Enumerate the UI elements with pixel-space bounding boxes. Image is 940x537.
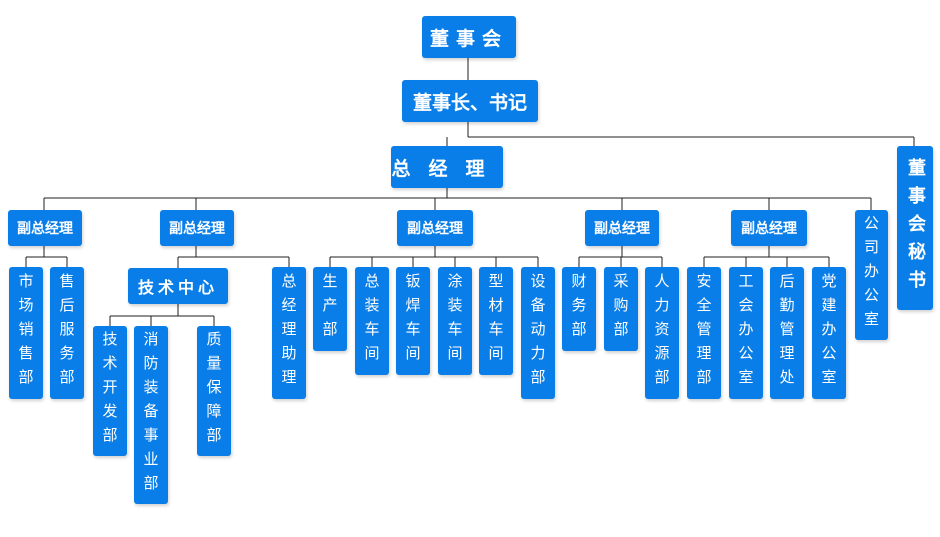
node-label: 副总经理 [407, 221, 463, 237]
node-label: 总经理助理 [279, 273, 298, 393]
node-label: 设备动力部 [528, 273, 547, 393]
node-label: 总经理 [391, 157, 503, 180]
node-label: 工会办公室 [736, 273, 755, 393]
node-label: 党建办公室 [819, 273, 838, 393]
node-label: 副总经理 [741, 221, 797, 237]
node-chairman: 董事长、书记 [402, 80, 538, 122]
node-vgm-5: 副总经理 [731, 210, 807, 246]
node-label: 后勤管理处 [777, 273, 796, 393]
node-sheet-metal-workshop: 钣焊车间 [396, 267, 430, 375]
node-gm-assistant: 总经理助理 [272, 267, 306, 399]
node-painting-workshop: 涂装车间 [438, 267, 472, 375]
node-purchasing: 采购部 [604, 267, 638, 351]
node-label: 副总经理 [17, 221, 73, 237]
node-label: 董事会 [429, 27, 508, 50]
node-union-office: 工会办公室 [729, 267, 763, 399]
node-label: 技术中心 [137, 278, 218, 297]
node-market-sales: 市场销售部 [9, 267, 43, 399]
node-label: 人力资源部 [652, 273, 671, 393]
node-label: 质量保障部 [204, 331, 223, 451]
node-board: 董事会 [422, 16, 516, 58]
node-equipment-power: 设备动力部 [521, 267, 555, 399]
node-label: 总装车间 [362, 273, 381, 369]
node-after-sales: 售后服务部 [50, 267, 84, 399]
node-general-manager: 总经理 [391, 146, 503, 188]
node-vgm-3: 副总经理 [397, 210, 473, 246]
node-label: 钣焊车间 [403, 273, 422, 369]
node-production: 生产部 [313, 267, 347, 351]
node-label: 安全管理部 [694, 273, 713, 393]
node-logistics: 后勤管理处 [770, 267, 804, 399]
node-vgm-1: 副总经理 [8, 210, 82, 246]
node-label: 型材车间 [486, 273, 505, 369]
node-finance: 财务部 [562, 267, 596, 351]
node-label: 涂装车间 [445, 273, 464, 369]
node-label: 消防装备事业部 [141, 331, 160, 499]
node-label: 财务部 [569, 273, 588, 345]
node-label: 公司办公室 [862, 215, 880, 335]
node-board-secretary: 董事会秘书 [897, 146, 933, 310]
node-vgm-4: 副总经理 [585, 210, 659, 246]
node-fire-equipment: 消防装备事业部 [134, 326, 168, 504]
node-profile-workshop: 型材车间 [479, 267, 513, 375]
node-tech-dev: 技术开发部 [93, 326, 127, 456]
node-label: 副总经理 [169, 221, 225, 237]
node-label: 市场销售部 [16, 273, 35, 393]
node-vgm-2: 副总经理 [160, 210, 234, 246]
node-company-office: 公司办公室 [855, 210, 888, 340]
node-label: 董事长、书记 [412, 91, 527, 114]
node-assembly-workshop: 总装车间 [355, 267, 389, 375]
node-safety: 安全管理部 [687, 267, 721, 399]
node-label: 生产部 [320, 273, 339, 345]
node-label: 副总经理 [594, 221, 650, 237]
node-label: 董事会秘书 [905, 158, 926, 298]
node-label: 采购部 [611, 273, 630, 345]
node-tech-center: 技术中心 [128, 268, 228, 304]
node-label: 售后服务部 [57, 273, 76, 393]
node-hr: 人力资源部 [645, 267, 679, 399]
node-label: 技术开发部 [100, 331, 119, 451]
node-quality: 质量保障部 [197, 326, 231, 456]
node-party-office: 党建办公室 [812, 267, 846, 399]
